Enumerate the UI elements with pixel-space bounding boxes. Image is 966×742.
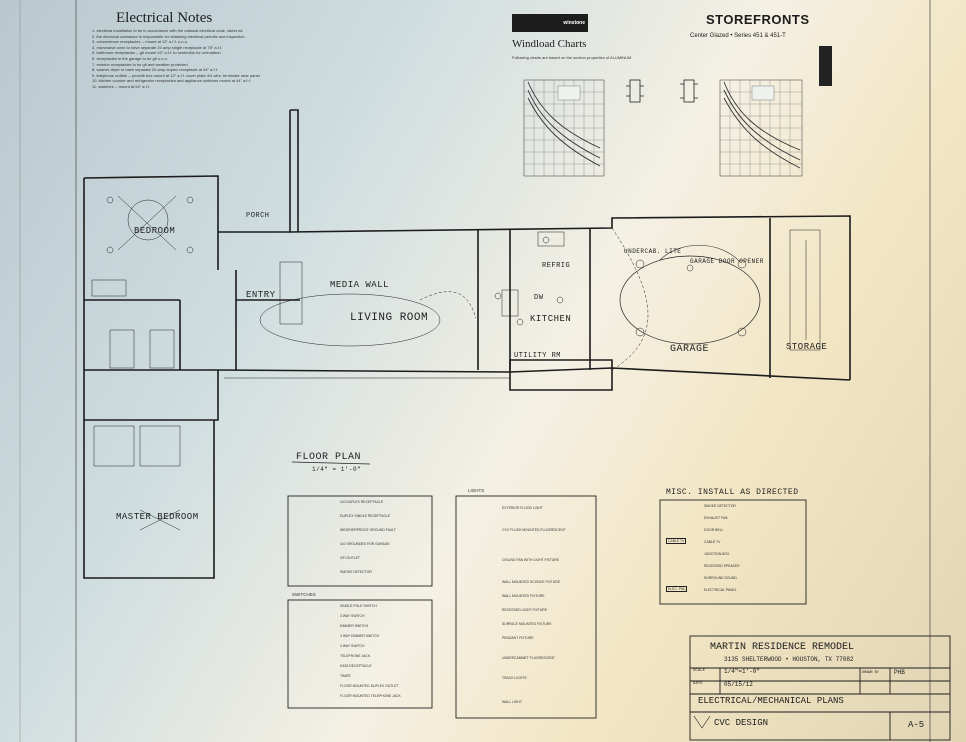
note-item: 11. switches -- mount at 54" a.f.f.: [92, 83, 151, 89]
legend-entry: 3 WAY SWITCH: [340, 614, 365, 618]
legend-outlets: 110 DUPLEX RECEPTACLE DUPLEX SINGLE RECE…: [288, 496, 432, 586]
note-item: 2. the electrical contractor is responsi…: [92, 33, 246, 39]
label-garage-door-opener: GARAGE DOOR OPENER: [690, 258, 764, 265]
legend-entry: DOOR BELL: [704, 528, 724, 532]
legend-title: LIGHTS: [468, 488, 485, 493]
title-block-lines: [689, 635, 951, 741]
legend-entry: SMOKE DETECTOR: [704, 504, 736, 508]
floor-plan-title: FLOOR PLAN: [296, 452, 362, 463]
note-item: 5. bathroom receptacles -- gfi mount 42"…: [92, 50, 221, 56]
legend-entry: SURFACE MOUNTED FIXTURE: [502, 622, 552, 626]
project-address: 3135 SHELTERWOOD • HOUSTON, TX 77082: [724, 656, 854, 663]
label-dw: DW: [534, 294, 544, 302]
note-item: 4. microwave oven to have separate 20 am…: [92, 44, 223, 50]
legend-entry: EXHAUST FAN: [704, 516, 728, 520]
project-name: MARTIN RESIDENCE REMODEL: [710, 642, 855, 653]
legend-entry: FLOOR MOUNTED TELEPHONE JACK: [340, 694, 401, 698]
scale-value: 1/4"=1'-0": [724, 668, 761, 675]
legend-entry: 3 WAY DIMMER SWITCH: [340, 634, 380, 638]
room-label-living: LIVING ROOM: [350, 312, 429, 324]
date-value: 05/15/12: [724, 681, 753, 688]
floor-plan-scale: 1/4" = 1'-0": [312, 466, 362, 473]
note-item: 1. electrical installation to be in acco…: [92, 28, 244, 33]
note-item: 8. washer-dryer to have separate 20 amp …: [92, 67, 218, 73]
legend-lights: LIGHTS EXTERIOR FLOOD LIGHT 2'X4' FLUSH …: [456, 488, 596, 718]
windload-chart-right: [719, 79, 803, 177]
legend-entry: ELECTRICAL PANEL: [704, 588, 737, 592]
misc-tag-cable: CABLE TV: [666, 538, 687, 544]
legend-entry: WALL MOUNTED SCONCE FIXTURE: [502, 580, 560, 584]
legend-entry: RECESSED SPEAKER: [704, 564, 740, 568]
legend-entry: FLOOR MOUNTED DUPLEX OUTLET: [340, 684, 399, 688]
legend-entry: DATA RECEPTACLE: [340, 664, 372, 668]
note-item: 7. exterior receptacles to be gfi and we…: [92, 61, 188, 67]
legend-entry: 2'X4' FLUSH MOUNTED FLUORESCENT: [502, 528, 566, 532]
room-label-storage: STORAGE: [786, 342, 828, 352]
legend-entry: PENDANT FIXTURE: [502, 636, 534, 640]
legend-entry: JUNCTION BOX: [704, 552, 730, 556]
room-label-kitchen: KITCHEN: [530, 314, 572, 324]
legend-entry: 110 GROUNDED FOR GARAGE: [340, 542, 390, 546]
legend-entry: CABLE TV: [704, 540, 721, 544]
room-label-garage: GARAGE: [670, 344, 710, 355]
electrical-notes-title: Electrical Notes: [116, 10, 213, 26]
electrical-notes-list: 1. electrical installation to be in acco…: [92, 28, 362, 90]
room-label-bedroom: BEDROOM: [134, 226, 176, 236]
manufacturer-logo: winstone: [512, 14, 588, 32]
legend-entry: GFI OUTLET: [340, 556, 360, 560]
room-label-utility: UTILITY RM: [514, 352, 562, 360]
drawn-by-value: PHB: [894, 669, 905, 676]
drawn-by-label: DRAWN BY: [862, 671, 879, 675]
windload-title: Windload Charts: [512, 38, 587, 50]
label-undercab-lite: UNDERCAB. LITE: [624, 248, 682, 255]
legend-entry: SINGLE POLE SWITCH: [340, 604, 377, 608]
legend-misc: MISC. INSTALL AS DIRECTED SMOKE DETECTOR…: [660, 488, 806, 604]
legend-entry: WALL LIGHT: [502, 700, 522, 704]
windload-intro: Following charts are based on the sectio…: [512, 55, 632, 60]
legend-entry: CEILING FAN WITH LIGHT FIXTURE: [502, 558, 560, 562]
legend-entry: WEATHERPROOF GROUND FAULT: [340, 528, 397, 532]
designer-name: CVC DESIGN: [714, 718, 769, 728]
legend-switches: SWITCHES SINGLE POLE SWITCH 3 WAY SWITCH…: [288, 592, 432, 708]
legend-entry: SMOKE DETECTOR: [340, 570, 372, 574]
title-block: MARTIN RESIDENCE REMODEL 3135 SHELTERWOO…: [690, 634, 950, 738]
legend-entry: TELEPHONE JACK: [340, 654, 371, 658]
label-refrig: REFRIG: [542, 262, 571, 270]
legend-entry: WALL MOUNTED FIXTURE: [502, 594, 545, 598]
legend-entry: TRACK LIGHTS: [502, 676, 527, 680]
logo-text: winstone: [563, 20, 585, 26]
page-tab-marker: [819, 46, 832, 86]
legend-entry: RECESSED LIGHT FIXTURE: [502, 608, 547, 612]
legend-entry: UNDERCABINET FLUORESCENT: [502, 656, 555, 660]
note-item: 10. kitchen counter and refrigerator rec…: [92, 78, 251, 84]
scale-label: SCALE: [693, 669, 706, 673]
room-label-media-wall: MEDIA WALL: [330, 280, 390, 290]
windload-chart-left: [523, 79, 605, 177]
sheet-number: A-5: [908, 720, 925, 730]
legend-entry: 4 WAY SWITCH: [340, 644, 365, 648]
legend-entry: SURROUND SOUND: [704, 576, 737, 580]
date-label: DATE: [693, 682, 703, 686]
mullion-profile-icons: [626, 79, 698, 103]
storefronts-subtitle: Center Glazed • Series 451 & 451-T: [690, 33, 786, 39]
note-item: 9. telephone outlets -- provide box moun…: [92, 72, 260, 78]
room-label-master-bedroom: MASTER BEDROOM: [116, 512, 199, 522]
floor-plan-walls: [83, 109, 851, 579]
legend-title: MISC. INSTALL AS DIRECTED: [666, 488, 799, 497]
legend-title: SWITCHES: [292, 592, 316, 597]
note-item: 6. receptacles in the garage to be gfi u…: [92, 55, 168, 61]
storefronts-title: STOREFRONTS: [706, 12, 810, 27]
legend-entry: TIMER: [340, 674, 351, 678]
legend-boxes: [287, 495, 807, 719]
misc-tag-panel: ELEC. PNL: [666, 586, 688, 592]
legend-entry: 110 DUPLEX RECEPTACLE: [340, 500, 384, 504]
note-item: 3. convenience receptacles -- mount at 1…: [92, 39, 188, 45]
room-label-porch: PORCH: [246, 212, 270, 220]
legend-entry: DUPLEX SINGLE RECEPTACLE: [340, 514, 391, 518]
sheet-title: ELECTRICAL/MECHANICAL PLANS: [698, 696, 844, 706]
legend-entry: EXTERIOR FLOOD LIGHT: [502, 506, 543, 510]
room-label-entry: ENTRY: [246, 290, 276, 300]
legend-entry: DIMMER SWITCH: [340, 624, 369, 628]
